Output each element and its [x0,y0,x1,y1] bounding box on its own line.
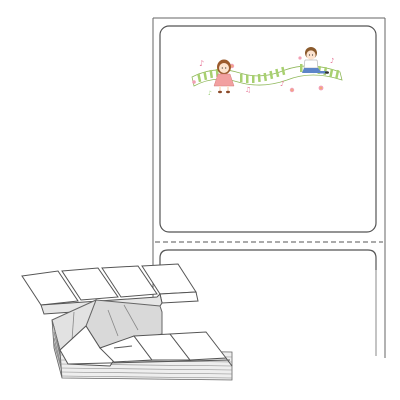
svg-text:♫: ♫ [245,86,251,94]
fanfold-label-stack [21,263,233,381]
girl-character [213,59,235,94]
svg-text:♪: ♪ [280,80,284,88]
svg-text:♪: ♪ [330,57,334,65]
svg-text:♪: ♪ [208,90,212,97]
fanfold-stack-bottom-edge [67,357,233,367]
fanfold-top-row [21,263,197,306]
boy-character [302,47,329,74]
music-notes: ♪ ♫ ♪ ♪ ♪ [199,57,334,97]
svg-text:♪: ♪ [199,59,204,68]
flower-decorations [192,56,324,93]
label-main [159,25,377,233]
label-sheet [152,17,386,358]
label-illustration: ♪ ♫ ♪ ♪ ♪ [191,47,343,97]
fanfold-stack-top [59,325,227,367]
label-second [159,249,377,270]
